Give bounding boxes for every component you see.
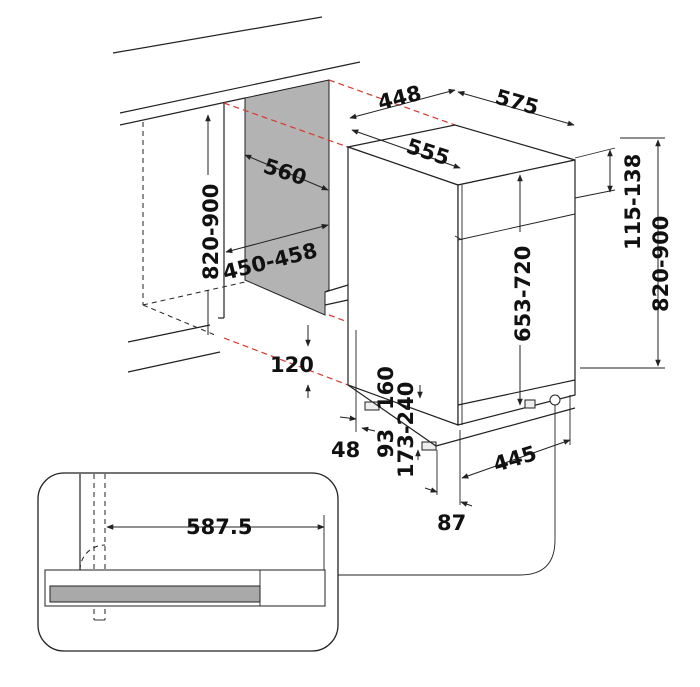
dimension-lines <box>205 88 665 507</box>
detail-inset <box>37 472 339 652</box>
dim-label-door-height: 653-720 <box>511 246 535 342</box>
dim-label-niche-height: 820-900 <box>199 184 223 280</box>
dim-label-foot-93: 93 <box>374 429 398 458</box>
dim-label-plinth-offset: 48 <box>331 438 360 462</box>
dim-label-foot-160: 160 <box>374 366 398 410</box>
dim-label-panel-height: 115-138 <box>621 154 645 250</box>
dim-label-appliance-height: 820-900 <box>649 216 673 312</box>
countertop <box>112 16 361 373</box>
cabinet-niche <box>142 79 349 336</box>
dim-label-inset-clearance: 587.5 <box>186 515 252 539</box>
dim-label-appliance-depth: 575 <box>493 85 542 120</box>
dim-label-bottom-offset: 87 <box>437 511 466 535</box>
dim-label-foot-173-240: 173-240 <box>394 382 418 478</box>
dim-label-plinth-height: 120 <box>270 353 314 377</box>
dishwasher <box>345 124 576 451</box>
detail-callout-line <box>338 405 556 576</box>
dim-label-bottom-depth: 445 <box>490 441 539 477</box>
dim-label-top-depth: 448 <box>375 81 423 115</box>
